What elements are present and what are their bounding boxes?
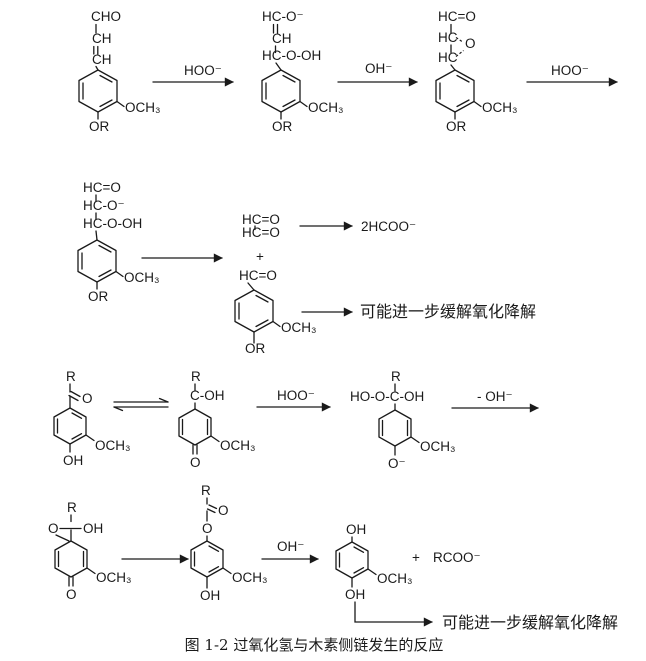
epoxide-o-label: O: [465, 36, 476, 51]
plus-sign: +: [412, 550, 420, 565]
benzene-ring: [335, 541, 369, 579]
or-label: OR: [446, 119, 467, 134]
ch-label: CH: [92, 31, 112, 46]
structure-methoxyhydroquinone: OH OCH₃ OH: [335, 522, 413, 602]
och3-label: OCH₃: [308, 100, 344, 115]
oh-top-label: OH: [346, 522, 366, 537]
oh-label: OH: [200, 588, 220, 603]
r-label: R: [391, 369, 401, 384]
arrow-label: - OH⁻: [477, 389, 513, 404]
benzene-ring: [78, 69, 118, 113]
structure-peroxide-alkoxide: HC=O HC-O⁻ HC-O-OH OCH₃ OR: [77, 180, 160, 304]
och3-label: OCH₃: [377, 571, 413, 586]
benzene-ring: [77, 239, 117, 283]
och3-label: OCH₃: [220, 438, 256, 453]
structure-alpha-ketone: R O OCH₃ OH: [53, 369, 131, 468]
or-label: OR: [272, 119, 293, 134]
r-label: R: [201, 483, 211, 498]
structure-glyoxal: HC=O HC=O: [242, 212, 280, 240]
hc-o-label: HC=O: [242, 212, 280, 227]
ho-o-c-oh-label: HO-O-C-OH: [350, 389, 424, 404]
reaction-arrow-hoo-3: HOO⁻: [256, 388, 331, 412]
hc-o-label: HC=O: [438, 9, 476, 24]
hc-o-label: HC=O: [83, 180, 121, 195]
structure-epoxide-sidechain: HC=O HC O HC OCH₃ OR: [435, 9, 518, 134]
cyclohexadienone-ring: [54, 540, 88, 578]
ketone-o-label: O: [66, 587, 77, 602]
acid-anion-product: RCOO⁻: [433, 550, 481, 565]
hc-label: HC: [438, 50, 458, 65]
or-label: OR: [89, 119, 110, 134]
benzene-ring: [234, 289, 274, 333]
benzene-ring: [435, 69, 475, 113]
or-label: OR: [245, 341, 266, 356]
reaction-arrow-further-degradation-2: 可能进一步缓解氧化降解: [354, 601, 618, 632]
reaction-arrow-oh-1: OH⁻: [337, 61, 418, 87]
r-label: R: [66, 369, 76, 384]
hc-o-oh-label: HC-O-OH: [262, 48, 321, 63]
structure-benzaldehyde: HC=O OCH₃ OR: [234, 268, 317, 356]
cho-label: CHO: [91, 9, 121, 24]
r-label: R: [67, 500, 77, 515]
o-minus-label: O⁻: [388, 456, 406, 471]
or-label: OR: [88, 289, 109, 304]
hc-label: HC: [438, 30, 458, 45]
formate-product: 2HCOO⁻: [361, 219, 416, 234]
arrow-label: OH⁻: [365, 61, 392, 76]
och3-label: OCH₃: [125, 100, 161, 115]
reaction-arrow-oh-2: OH⁻: [261, 539, 319, 564]
r-label: R: [191, 369, 201, 384]
och3-label: OCH₃: [95, 438, 131, 453]
carbonyl-o-label: O: [218, 503, 229, 518]
oxirane-o-label: O: [48, 521, 59, 536]
structure-peroxide-carbinol: R HO-O-C-OH OCH₃ O⁻: [350, 369, 456, 471]
cyclohexadienone-ring: [178, 408, 212, 446]
structure-aryl-ester: R O O OCH₃ OH: [190, 483, 268, 603]
och3-label: OCH₃: [281, 320, 317, 335]
degradation-note: 可能进一步缓解氧化降解: [360, 303, 536, 321]
och3-label: OCH₃: [124, 270, 160, 285]
ketone-o-label: O: [190, 455, 201, 470]
ch-label: CH: [92, 52, 112, 67]
hc-o-minus-label: HC-O⁻: [83, 198, 125, 213]
benzene-ring: [261, 69, 301, 113]
och3-label: OCH₃: [232, 570, 268, 585]
arrow-label: HOO⁻: [184, 63, 222, 78]
degradation-note: 可能进一步缓解氧化降解: [442, 614, 618, 632]
oh-bottom-label: OH: [345, 587, 365, 602]
hc-o-oh-label: HC-O-OH: [83, 216, 142, 231]
plus-sign: +: [256, 249, 264, 264]
ch-label: CH: [272, 31, 292, 46]
arrow-label: HOO⁻: [277, 388, 315, 403]
ester-o-label: O: [202, 521, 213, 536]
structure-quinone-methide: R C-OH OCH₃ O: [178, 369, 256, 470]
cyclohexadiene-ring: [378, 409, 412, 447]
och3-label: OCH₃: [482, 100, 518, 115]
reaction-arrow-to-formate: 2HCOO⁻: [299, 219, 416, 234]
equilibrium-arrows: [113, 397, 169, 412]
hc-o-label: HC-O⁻: [262, 9, 304, 24]
structure-cinnamaldehyde: CHO CH CH OCH₃ OR: [78, 9, 161, 134]
structure-spiro-oxirane: R O OH OCH₃ O: [48, 500, 132, 602]
arrow-label: HOO⁻: [551, 63, 589, 78]
benzene-ring: [53, 407, 87, 445]
reaction-arrow-further-degradation-1: 可能进一步缓解氧化降解: [301, 303, 536, 321]
carbonyl-o-label: O: [82, 391, 93, 406]
arrow-label: OH⁻: [277, 539, 304, 554]
c-oh-label: C-OH: [190, 388, 225, 403]
oh-label: OH: [83, 521, 103, 536]
hc-o-label: HC=O: [242, 225, 280, 240]
och3-label: OCH₃: [420, 439, 456, 454]
hc-o-label: HC=O: [239, 268, 277, 283]
oh-label: OH: [63, 453, 83, 468]
figure-caption: 图 1-2 过氧化氢与木素侧链发生的反应: [185, 636, 444, 654]
benzene-ring: [190, 540, 224, 578]
structure-peroxide-adduct: HC-O⁻ CH HC-O-OH OCH₃ OR: [261, 9, 344, 134]
reaction-arrow-hoo-2: HOO⁻: [526, 63, 618, 87]
reaction-arrow-hoo-1: HOO⁻: [152, 63, 234, 87]
och3-label: OCH₃: [96, 570, 132, 585]
reaction-arrow-minus-oh: - OH⁻: [451, 389, 539, 413]
